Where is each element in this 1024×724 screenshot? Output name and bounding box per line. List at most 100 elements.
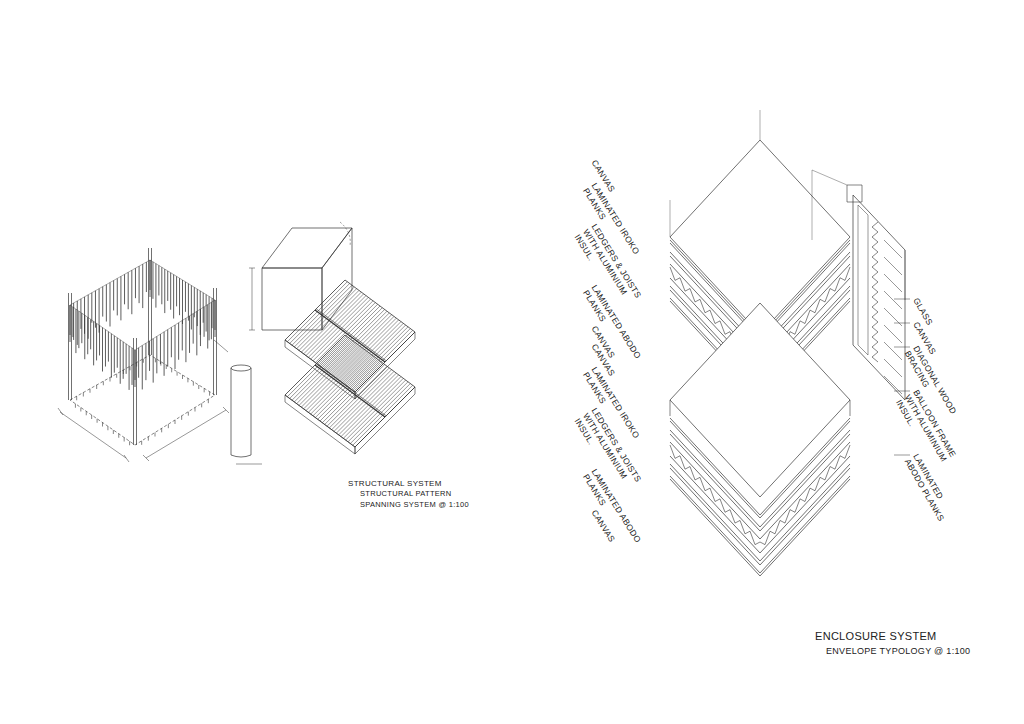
insulation-zigzag — [872, 222, 878, 362]
column-element — [214, 340, 262, 464]
sketch-line — [120, 276, 121, 320]
sketch-line — [670, 400, 671, 416]
sketch-line — [812, 170, 813, 240]
sketch-line — [177, 372, 178, 376]
layer-edge — [670, 430, 850, 527]
layer-edge — [670, 456, 850, 553]
sketch-line — [95, 291, 96, 328]
sketch-line — [108, 332, 109, 362]
sketch-line — [96, 323, 97, 360]
sketch-line — [152, 262, 153, 299]
sketch-line — [193, 382, 194, 386]
slab-element — [249, 222, 352, 330]
sketch-line — [73, 303, 74, 340]
layer-edge — [670, 476, 850, 573]
sketch-line — [155, 264, 156, 308]
layer-edge — [670, 468, 850, 565]
sketch-line — [96, 385, 97, 389]
sketch-line — [117, 278, 118, 315]
layer-edge — [670, 421, 850, 518]
sketch-line — [204, 388, 205, 392]
sketch-line — [129, 346, 130, 390]
sketch-line — [161, 267, 162, 304]
sketch-line — [167, 271, 168, 301]
sketch-line — [103, 381, 104, 385]
sketch-line — [155, 358, 156, 362]
sketch-line — [760, 110, 761, 140]
sketch-outline — [847, 185, 862, 202]
sketch-line — [166, 365, 167, 369]
sketch-line — [231, 368, 232, 455]
sketch-line — [136, 363, 137, 367]
sketch-line — [176, 276, 177, 306]
sketch-line — [114, 336, 115, 373]
sketch-line — [223, 407, 229, 413]
sketch-line — [123, 370, 124, 374]
sketch-line — [161, 428, 162, 432]
sketch-line — [251, 368, 252, 455]
sketch-line — [146, 410, 226, 458]
sketch-line — [128, 272, 129, 309]
sketch-line — [58, 408, 63, 415]
sketch-line — [181, 416, 182, 420]
sketch-line — [149, 341, 150, 371]
sketch-line — [214, 340, 228, 352]
sketch-line — [188, 412, 189, 416]
sketch-line — [168, 424, 169, 428]
sketch-line — [209, 392, 210, 396]
sketch-line — [894, 391, 910, 392]
enclosure-stack — [670, 110, 850, 576]
wall-panel — [812, 170, 905, 400]
sketch-outline — [858, 205, 868, 355]
sketch-line — [167, 330, 168, 367]
sketch-line — [884, 240, 902, 258]
sketch-line — [175, 325, 176, 369]
sketch-line — [884, 359, 902, 377]
column-base — [231, 455, 251, 457]
sketch-line — [158, 265, 159, 295]
sketch-line — [215, 300, 216, 330]
sketch-line — [884, 257, 902, 275]
sketch-line — [135, 350, 136, 387]
sketch-line — [136, 338, 137, 445]
sketch-line — [196, 311, 197, 355]
sketch-line — [884, 342, 902, 360]
sketch-line — [894, 347, 910, 348]
sketch-line — [150, 260, 151, 297]
sketch-line — [185, 282, 186, 312]
sketch-line — [850, 400, 851, 416]
sketch-line — [131, 270, 132, 314]
sketch-line — [143, 359, 144, 363]
drawing-caption: STRUCTURAL PATTERN — [360, 489, 452, 500]
sketch-outline — [262, 268, 322, 330]
leader-lines — [894, 299, 910, 455]
sketch-line — [124, 455, 129, 462]
sketch-line — [175, 420, 176, 424]
sketch-line — [116, 374, 117, 378]
sketch-line — [130, 366, 131, 370]
sketch-line — [142, 345, 143, 389]
sketch-outline — [262, 228, 352, 268]
sketch-line — [91, 293, 92, 323]
sketch-line — [213, 288, 214, 395]
sketch-line — [209, 296, 210, 340]
sketch-line — [118, 434, 119, 438]
sketch-outline — [285, 340, 355, 399]
sketch-line — [182, 375, 183, 379]
sketch-line — [170, 273, 171, 310]
sketch-line — [884, 308, 902, 326]
sketch-line — [80, 408, 81, 412]
sketch-line — [315, 365, 385, 417]
sketch-line — [316, 364, 386, 416]
sketch-line — [171, 327, 172, 357]
sketch-line — [211, 302, 212, 339]
sketch-line — [204, 307, 205, 337]
sketch-line — [191, 285, 192, 329]
sketch-line — [84, 315, 85, 359]
sketch-line — [72, 307, 73, 337]
sketch-line — [99, 325, 100, 355]
sketch-line — [171, 368, 172, 372]
sketch-line — [164, 269, 165, 313]
layer-label: LAMINATED ABODO PLANKS — [903, 452, 960, 531]
sketch-line — [189, 316, 190, 353]
